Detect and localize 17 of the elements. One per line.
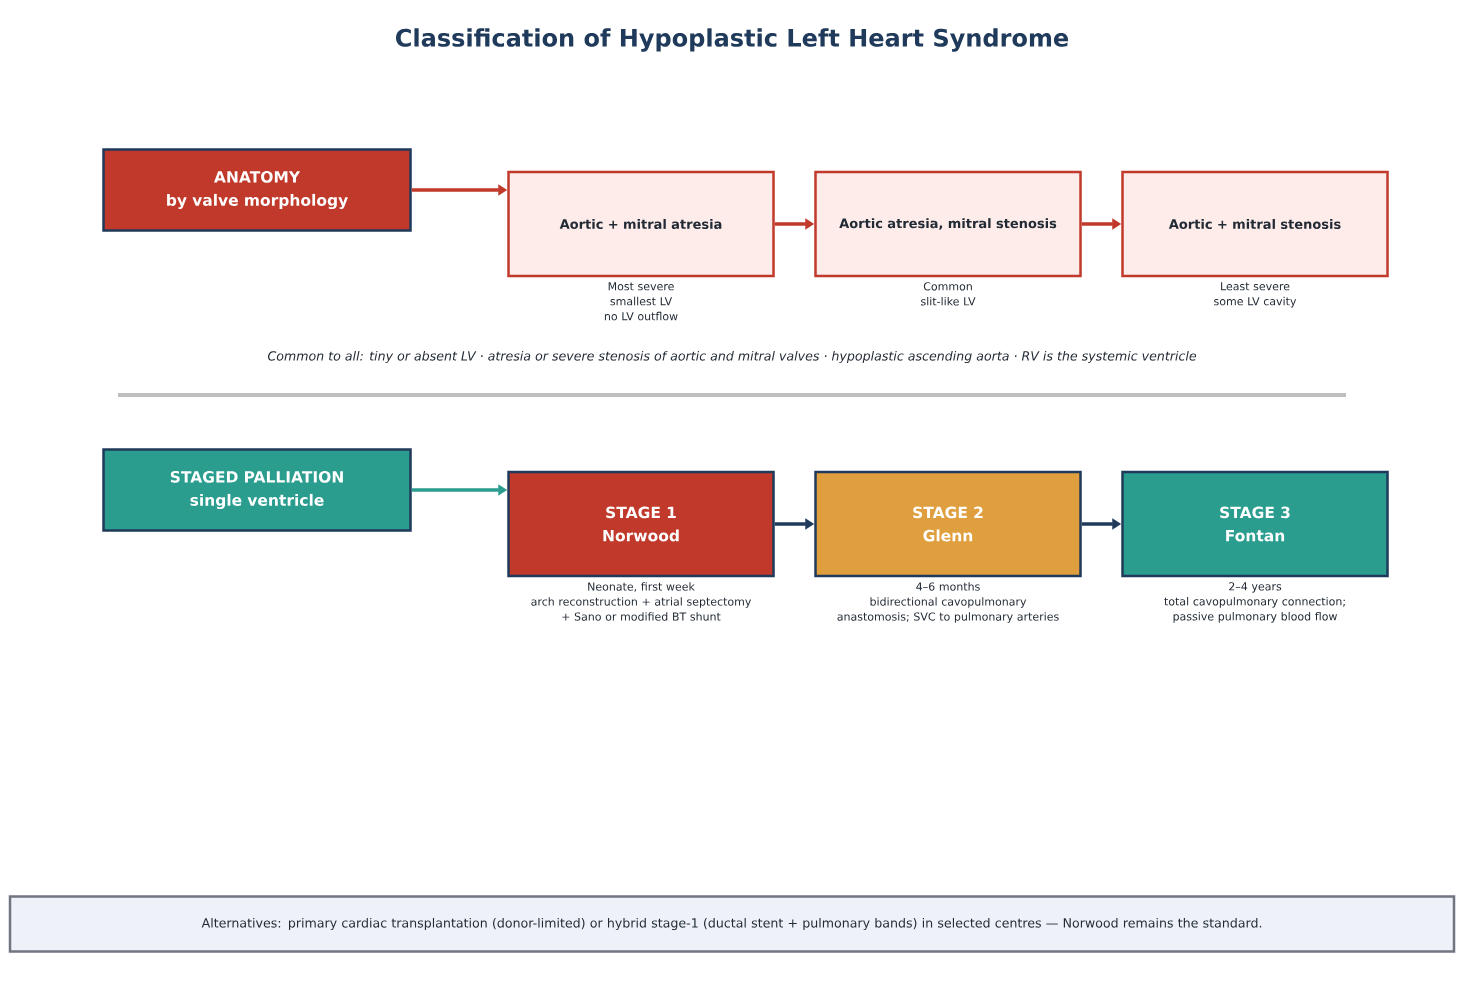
caption-text: Least severe some LV cavity [1214, 282, 1297, 308]
stage-box: STAGE 3 Fontan [1121, 470, 1389, 578]
type-box: Aortic + mitral atresia [507, 170, 775, 278]
category-box: STAGED PALLIATION single ventricle [102, 448, 412, 532]
stage-box: STAGE 1 Norwood [507, 470, 775, 578]
caption-text: Most severe smallest LV no LV outflow [604, 282, 678, 321]
caption-text: 2–4 years total cavopulmonary connection; passive pulmonary blood flow [1164, 582, 1345, 623]
caption-text: 4–6 months bidirectional cavopulmonary anastomosis; SVC to pulmonary arteries [837, 582, 1059, 623]
caption-text: Common slit-like LV [921, 282, 976, 306]
title: Classification of Hypoplastic Left Heart Syndrome [396, 28, 1069, 52]
type-box: Aortic + mitral stenosis [1121, 170, 1389, 278]
note-text: Common to all: tiny or absent LV · atresia or severe stenosis of aortic and mitral valves · hypoplastic ascending aorta · RV is the systemic ventricle [268, 350, 1197, 364]
type-box: Aortic atresia, mitral stenosis [814, 170, 1082, 278]
category-box: ANATOMY by valve morphology [102, 148, 412, 232]
note-box: Alternatives: primary cardiac transplantation (donor-limited) or hybrid stage-1 (ductal stent + pulmonary bands) in selected centres — Norwood remains the standard. [8, 895, 1456, 953]
caption-text: Neonate, first week arch reconstruction + atrial septectomy + Sano or modified BT shunt [531, 582, 752, 621]
stage-box: STAGE 2 Glenn [814, 470, 1082, 578]
